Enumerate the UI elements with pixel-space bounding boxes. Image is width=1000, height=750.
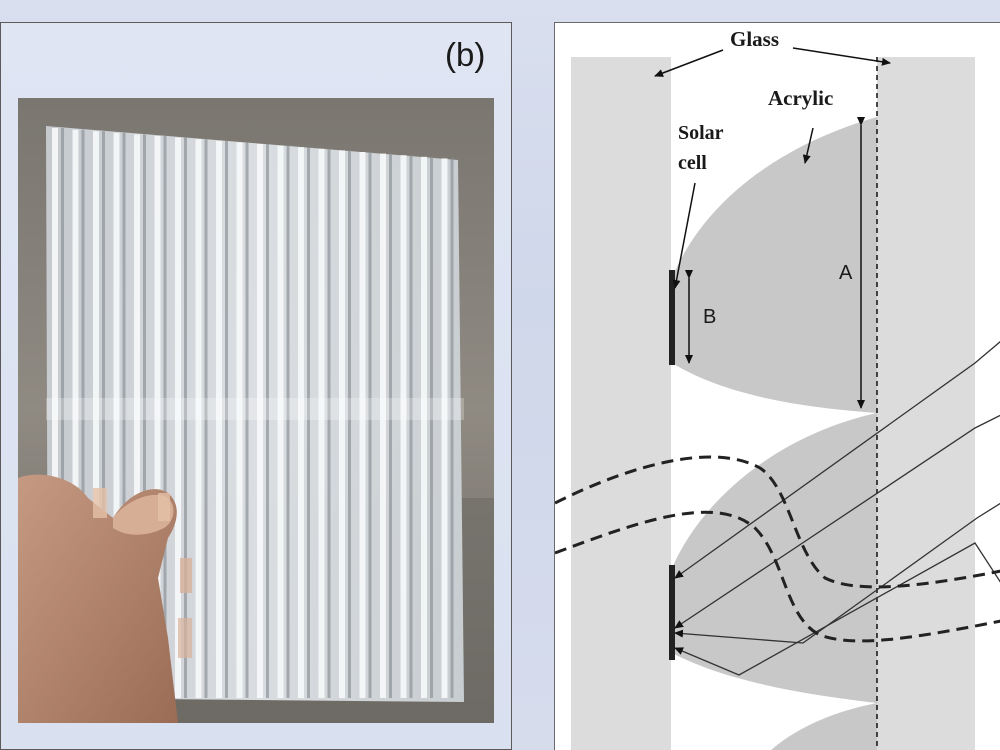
rib-highlight: [72, 129, 79, 699]
dimension-a-label: A: [839, 262, 853, 284]
rib-highlight: [175, 137, 181, 699]
cross-section-diagram: [555, 47, 1000, 750]
rib-shadow: [81, 129, 85, 699]
acrylic-label: Acrylic: [768, 86, 834, 110]
rib-highlight: [113, 132, 120, 699]
glass-right-pointer: [792, 47, 891, 66]
solar-cell-label-line2: cell: [678, 152, 707, 174]
solar-cell-middle: [669, 565, 675, 660]
acrylic-pointer: [802, 127, 814, 164]
rib-highlight: [257, 144, 263, 698]
light-ray-4: [674, 542, 1000, 676]
glass-left-pointer: [654, 49, 724, 77]
hand: [18, 474, 178, 723]
acrylic-sheet-photo: [18, 98, 494, 723]
rib-highlight: [277, 145, 284, 699]
sheet-highlight-band: [46, 398, 464, 420]
rib-highlight: [134, 134, 140, 698]
dimension-b-label: B: [703, 306, 717, 328]
light-ray-1: [674, 340, 1000, 579]
rib-shadow: [102, 131, 105, 698]
rib-shadow: [286, 145, 290, 699]
diagram-panel: [554, 22, 1000, 750]
rib-shadow: [327, 148, 331, 699]
finger-reflection-3: [180, 558, 192, 593]
rib-highlight: [318, 148, 325, 699]
rib-highlight: [441, 158, 448, 698]
acrylic-ribs: [52, 128, 454, 699]
light-ray-3: [674, 502, 1000, 644]
rib-shadow: [204, 139, 208, 698]
glass-pane-left: [571, 57, 671, 750]
rib-shadow: [61, 128, 64, 698]
rib-shadow: [389, 153, 392, 699]
rib-shadow: [245, 142, 249, 698]
rib-highlight: [216, 140, 222, 699]
acrylic-lens-middle: [672, 413, 877, 703]
acrylic-lens-lower: [771, 703, 877, 750]
rib-highlight: [380, 153, 386, 699]
acrylic-lens-upper: [672, 117, 877, 413]
dashed-light-path-upper: [555, 455, 1000, 589]
glass-pane-right: [877, 57, 975, 750]
rib-shadow: [450, 158, 454, 698]
solar-cell-label-line1: Solar: [678, 122, 724, 144]
rib-highlight: [52, 128, 58, 698]
solar-cell-pointer: [672, 182, 696, 289]
rib-shadow: [266, 144, 269, 698]
glass-label: Glass: [730, 27, 780, 51]
solar-cell-upper: [669, 270, 675, 365]
rib-shadow: [122, 132, 126, 699]
finger-reflection-4: [178, 618, 192, 658]
rib-highlight: [154, 136, 161, 698]
rib-highlight: [400, 155, 407, 698]
rib-highlight: [93, 131, 99, 698]
rib-shadow: [348, 150, 351, 698]
rib-highlight: [236, 142, 243, 698]
solar-cell-label: Solar cell: [678, 118, 724, 178]
rib-shadow: [307, 147, 310, 698]
rib-highlight: [195, 139, 202, 698]
rib-highlight: [339, 150, 345, 698]
rib-shadow: [368, 152, 372, 698]
rib-shadow: [430, 156, 433, 699]
rib-shadow: [184, 137, 187, 699]
rib-highlight: [421, 156, 427, 699]
rib-highlight: [298, 147, 304, 698]
finger-reflection-2: [158, 493, 170, 521]
finger-reflection-1: [93, 488, 107, 518]
rib-shadow: [225, 140, 228, 699]
rib-highlight: [359, 152, 366, 698]
rib-shadow: [143, 134, 146, 698]
rib-shadow: [163, 136, 167, 698]
rib-shadow: [409, 155, 413, 698]
dashed-light-path-lower: [555, 510, 1000, 643]
panel-label: (b): [445, 36, 486, 73]
